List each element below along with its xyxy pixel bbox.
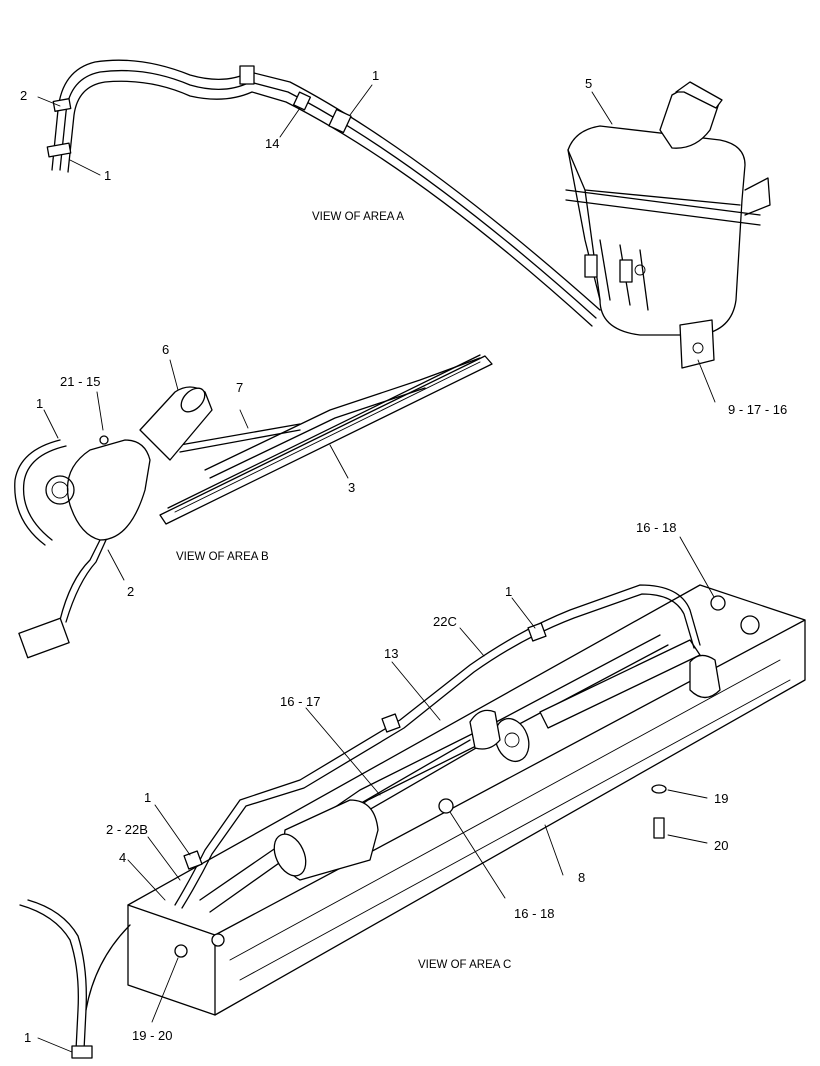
bolt-washer: [651, 784, 667, 839]
callout-5: 5: [585, 76, 592, 91]
leader-lines-b: [43, 359, 349, 581]
callout-2: 2: [20, 88, 27, 103]
hose-clip: [46, 65, 352, 158]
view-label-area-a: VIEW OF AREA A: [312, 211, 404, 223]
callout-21-15: 21 - 15: [60, 374, 100, 389]
washer-hoses-c: [19, 584, 701, 1051]
wiper-motor-c: [174, 595, 760, 958]
callout-6: 6: [162, 342, 169, 357]
callout-1: 1: [104, 168, 111, 183]
callout-1: 1: [36, 396, 43, 411]
wiper-arm: [179, 423, 301, 453]
washer-tank: [565, 81, 771, 369]
callout-14: 14: [265, 136, 279, 151]
callout-16-18: 16 - 18: [636, 520, 676, 535]
callout-22c: 22C: [433, 614, 457, 629]
callout-1: 1: [144, 790, 151, 805]
wiper-motor: [14, 386, 213, 659]
callout-1: 1: [24, 1030, 31, 1045]
callout-2-22b: 2 - 22B: [106, 822, 148, 837]
wiper-blade: [159, 354, 493, 525]
callout-1: 1: [505, 584, 512, 599]
callout-13: 13: [384, 646, 398, 661]
view-label-area-c: VIEW OF AREA C: [418, 959, 511, 971]
callout-9-17-16: 9 - 17 - 16: [728, 402, 787, 417]
leader-lines-a: [37, 84, 716, 403]
view-label-area-b: VIEW OF AREA B: [176, 551, 269, 563]
callout-16-17: 16 - 17: [280, 694, 320, 709]
leader-lines-c: [37, 536, 715, 1053]
view-area-b: 6 21 - 15 1 7 3 2 VIEW OF AREA B: [14, 342, 493, 659]
callout-19-20: 19 - 20: [132, 1028, 172, 1043]
hose-clip: [71, 622, 547, 1059]
view-area-c: 16 - 18 1 22C 13 16 - 17 1 2 - 22B 4 19 …: [19, 520, 806, 1059]
callout-3: 3: [348, 480, 355, 495]
callout-20: 20: [714, 838, 728, 853]
callout-19: 19: [714, 791, 728, 806]
view-area-a: 1 2 1 14 5 9 - 17 - 16 VIEW OF AREA A: [20, 59, 787, 417]
callout-16-18: 16 - 18: [514, 906, 554, 921]
washer-hoses: [51, 59, 601, 327]
callout-7: 7: [236, 380, 243, 395]
callout-4: 4: [119, 850, 126, 865]
callout-2: 2: [127, 584, 134, 599]
callout-8: 8: [578, 870, 585, 885]
callout-1: 1: [372, 68, 379, 83]
wiper-frame: [127, 584, 806, 1016]
